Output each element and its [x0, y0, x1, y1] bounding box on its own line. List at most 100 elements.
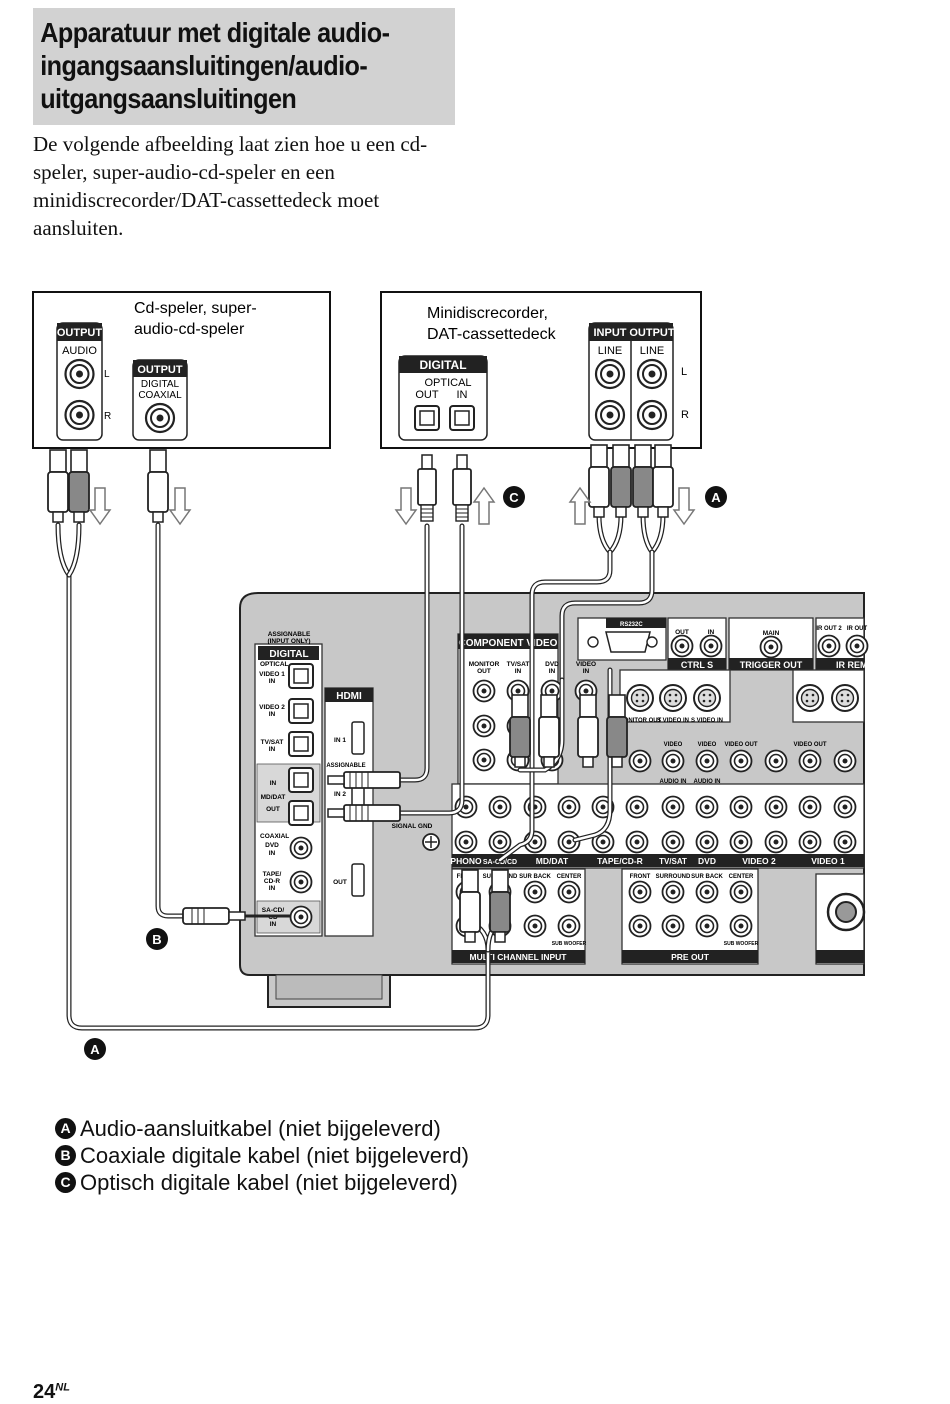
md-input-label: INPUT: [594, 327, 627, 339]
coax-sacd-in: IN: [270, 921, 277, 928]
optical-mddat-in-jack[interactable]: [288, 767, 314, 793]
legend-badge-b: B: [55, 1145, 76, 1166]
svideo-video1-in-jack[interactable]: [831, 684, 859, 712]
cd-audio-label: AUDIO: [62, 345, 97, 357]
optical-tvsat-jack[interactable]: [288, 731, 314, 757]
cd-output2-label: OUTPUT: [137, 364, 183, 376]
cd-output-label: OUTPUT: [57, 327, 103, 339]
page-language-suffix: NL: [55, 1381, 70, 1394]
cd-coaxial-jack[interactable]: [144, 402, 176, 434]
video2-audio-out-l-jack[interactable]: [729, 795, 753, 819]
optical-video1-jack[interactable]: [288, 663, 314, 689]
video1-label: VIDEO 1: [811, 856, 845, 866]
dvd-video-in-jack[interactable]: [695, 749, 719, 773]
svideo-tvsat-in-jack[interactable]: [659, 684, 687, 712]
optical-mddat-out-jack[interactable]: [288, 800, 314, 826]
preout-center-jack[interactable]: [729, 880, 753, 904]
marker-c-label: C: [509, 490, 519, 505]
svideo-video1-out-jack[interactable]: [796, 684, 824, 712]
video1-video-out-jack[interactable]: [798, 749, 822, 773]
video2-audio-out-r-jack[interactable]: [729, 830, 753, 854]
monitor-video-out-jack[interactable]: [628, 749, 652, 773]
md-optical-out-jack[interactable]: [414, 405, 440, 431]
marker-b: B: [146, 928, 168, 950]
coax-tape-in: IN: [269, 885, 276, 892]
ir-out2-label: IR OUT 2: [816, 626, 842, 632]
video1-audio-in-l-jack[interactable]: [833, 795, 857, 819]
title-line-2: ingangsaansluitingen/audio-: [40, 50, 368, 81]
video1-audio-out-l-jack[interactable]: [798, 795, 822, 819]
md-output-l-jack[interactable]: [636, 358, 668, 390]
md-output-r-jack[interactable]: [636, 399, 668, 431]
optical-video2-jack[interactable]: [288, 698, 314, 724]
preout-surround-l-jack[interactable]: [661, 880, 685, 904]
md-input-l-jack[interactable]: [594, 358, 626, 390]
coaxial-sacd-jack[interactable]: [289, 905, 313, 929]
svideo-monitor-out-jack[interactable]: [626, 684, 654, 712]
sacd-r-jack[interactable]: [488, 830, 512, 854]
md-device-name-2: DAT-cassettedeck: [427, 326, 557, 343]
video2-video-out-jack[interactable]: [729, 749, 753, 773]
md-input-r-jack[interactable]: [594, 399, 626, 431]
tvsat-audio-r-jack[interactable]: [661, 830, 685, 854]
mci-surback-r-jack[interactable]: [523, 914, 547, 938]
hdmi-in1-port[interactable]: [351, 721, 365, 755]
video1-audio-out-r-jack[interactable]: [798, 830, 822, 854]
arrow-down-2: [169, 487, 191, 525]
video2-audio-in-r-jack[interactable]: [764, 830, 788, 854]
video2-video-in-jack[interactable]: [764, 749, 788, 773]
coax-sacd-label: SA-CD/: [262, 907, 285, 914]
cd-coaxial-label: COAXIAL: [138, 390, 182, 401]
tvsat-audio-l-jack[interactable]: [661, 795, 685, 819]
video1-video-in-jack[interactable]: [833, 749, 857, 773]
dvd-audio-l-jack[interactable]: [695, 795, 719, 819]
preout-surback-l-jack[interactable]: [695, 880, 719, 904]
preout-front-l-jack[interactable]: [628, 880, 652, 904]
cd-player-device: Cd-speler, super- audio-cd-speler OUTPUT…: [32, 291, 331, 449]
legend-badge-c: C: [55, 1172, 76, 1193]
mddat-plug-3: [577, 694, 599, 768]
preout-surback-r-jack[interactable]: [695, 914, 719, 938]
md-in-r-plug: [610, 444, 632, 518]
ctrl-in-label: IN: [708, 629, 715, 636]
hdmi-assignable-label: ASSIGNABLE: [326, 763, 365, 769]
preout-surround-r-jack[interactable]: [661, 914, 685, 938]
ir-out2-jack[interactable]: [817, 634, 841, 658]
dvd-audio-r-jack[interactable]: [695, 830, 719, 854]
mci-surback-jack[interactable]: [523, 880, 547, 904]
coaxial-tapecdr-jack[interactable]: [289, 870, 313, 894]
mci-subwoofer-jack[interactable]: [557, 914, 581, 938]
sacd-l-jack[interactable]: [488, 795, 512, 819]
video1-audio-in-r-jack[interactable]: [833, 830, 857, 854]
ctrl-s-out-jack[interactable]: [670, 634, 694, 658]
mddat-out-l-jack[interactable]: [523, 795, 547, 819]
tape-in-l-jack[interactable]: [625, 795, 649, 819]
cv-monitor-y-jack[interactable]: [472, 679, 496, 703]
coaxial-dvd-jack[interactable]: [289, 836, 313, 860]
md-optical-in-jack[interactable]: [449, 405, 475, 431]
ctrl-s-in-jack[interactable]: [699, 634, 723, 658]
hdmi-out-port[interactable]: [351, 863, 365, 897]
preout-front-r-jack[interactable]: [628, 914, 652, 938]
video2-audio-in-l-jack[interactable]: [764, 795, 788, 819]
cv-monitor-pb-jack[interactable]: [472, 714, 496, 738]
svideo-dvd-in-jack[interactable]: [693, 684, 721, 712]
tape-in-r-jack[interactable]: [625, 830, 649, 854]
legend-item-c: C Optisch digitale kabel (niet bijgeleve…: [55, 1169, 469, 1196]
mddat-in-l-jack[interactable]: [557, 795, 581, 819]
receiver-optical-label: OPTICAL: [260, 661, 289, 668]
tvsat-video-in-jack[interactable]: [661, 749, 685, 773]
intro-line-4: aansluiten.: [33, 216, 124, 240]
rs232c-port[interactable]: [605, 631, 651, 653]
cd-audio-r-jack[interactable]: [64, 399, 95, 431]
mci-surback-label: SUR BACK: [519, 874, 551, 880]
phono-r-jack[interactable]: [454, 830, 478, 854]
cv-monitor-pr-jack[interactable]: [472, 748, 496, 772]
trigger-out-jack[interactable]: [759, 635, 783, 659]
arrow-down-1: [89, 487, 111, 525]
ir-out-jack[interactable]: [845, 634, 869, 658]
cd-audio-l-jack[interactable]: [64, 358, 95, 390]
marker-a-bottom: A: [84, 1038, 106, 1060]
mci-center-jack[interactable]: [557, 880, 581, 904]
preout-subwoofer-jack[interactable]: [729, 914, 753, 938]
